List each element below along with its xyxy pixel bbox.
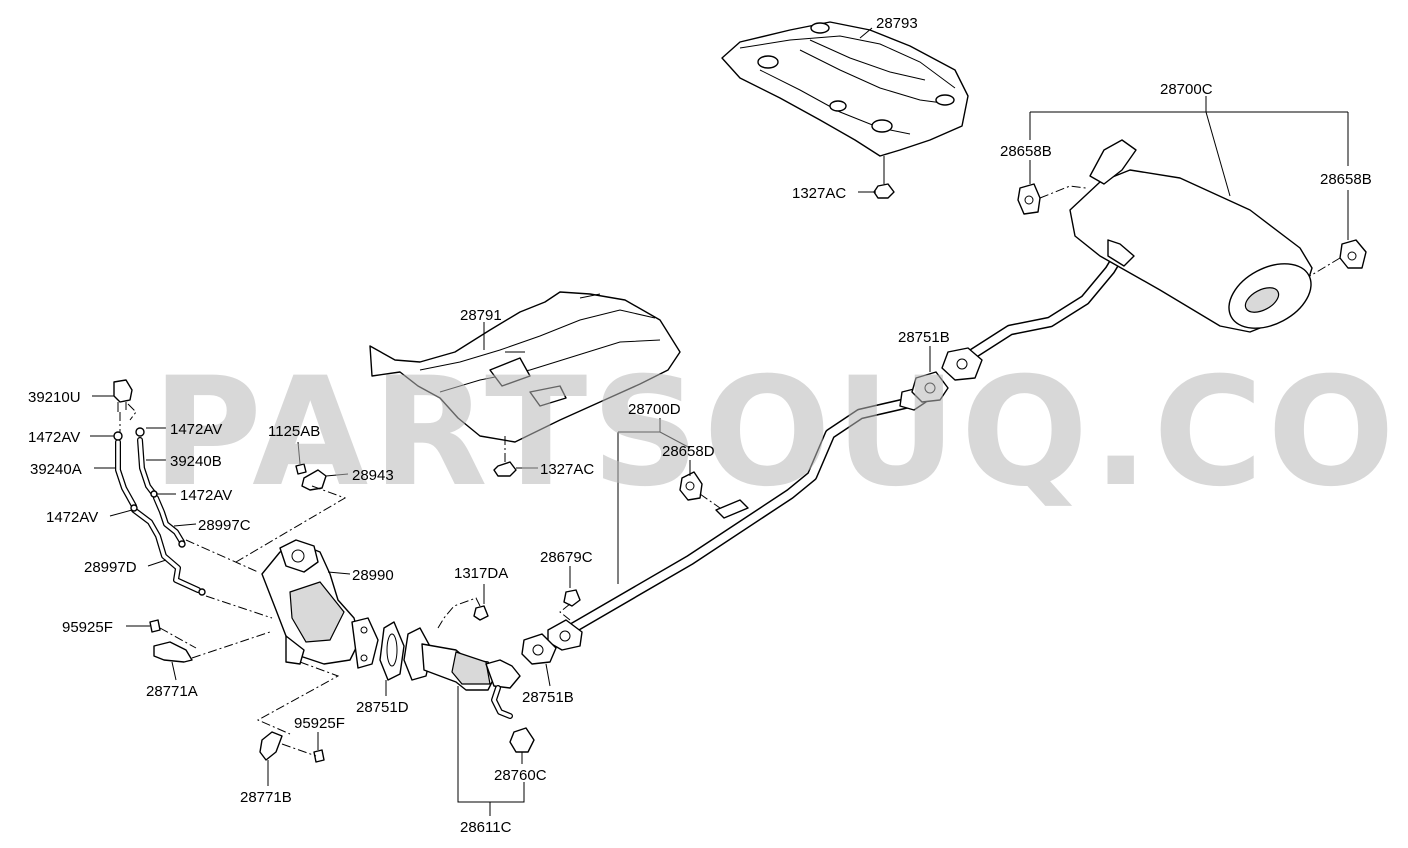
connection-lines [119,403,347,757]
bracket-28771a[interactable] [153,641,193,663]
label-28658D[interactable]: 28658D [662,443,715,460]
label-28771A[interactable]: 28771A [146,683,198,700]
label-28751B-lower[interactable]: 28751B [522,689,574,706]
gasket-upper[interactable] [911,371,949,403]
label-1472AV-1[interactable]: 1472AV [28,429,80,446]
label-39240A[interactable]: 39240A [30,461,82,478]
label-1327AC-mid[interactable]: 1327AC [540,461,594,478]
pressure-sensor[interactable] [113,379,133,412]
heat-protector-upper[interactable] [721,21,969,157]
label-1317DA[interactable]: 1317DA [454,565,508,582]
label-28658B-left[interactable]: 28658B [1000,143,1052,160]
label-28760C[interactable]: 28760C [494,767,547,784]
bolt-1125ab[interactable] [295,463,307,475]
nut-upper-protector[interactable] [873,156,895,199]
label-28793[interactable]: 28793 [876,15,918,32]
bracket-28771b[interactable] [259,731,283,761]
label-28700C[interactable]: 28700C [1160,81,1213,98]
label-1125AB[interactable]: 1125AB [268,423,320,440]
watermark-logo: PARTSOUQ.COM [152,346,1408,520]
bracket-28943[interactable] [301,469,327,491]
label-39210U[interactable]: 39210U [28,389,81,406]
rear-muffler[interactable] [941,139,1322,381]
label-95925F-upper[interactable]: 95925F [62,619,113,636]
rubber-hanger-center[interactable] [679,471,721,509]
bolt-95925f-upper[interactable] [149,619,161,633]
label-28943[interactable]: 28943 [352,467,394,484]
label-28791[interactable]: 28791 [460,307,502,324]
label-28997C[interactable]: 28997C [198,517,251,534]
nut-center[interactable] [559,589,581,621]
label-28771B[interactable]: 28771B [240,789,292,806]
gasket-front[interactable] [379,621,405,681]
label-95925F-lower[interactable]: 95925F [294,715,345,732]
catalytic-converter[interactable] [261,539,379,669]
label-28611C[interactable]: 28611C [460,819,512,836]
rubber-hanger-left[interactable] [1017,183,1087,215]
rubber-hanger-right[interactable] [1309,239,1367,277]
bolt-95925f-lower[interactable] [313,749,325,763]
label-1472AV-4[interactable]: 1472AV [46,509,98,526]
front-pipe[interactable] [403,627,535,753]
label-28658B-right[interactable]: 28658B [1320,171,1372,188]
label-39240B[interactable]: 39240B [170,453,222,470]
label-28751B-upper[interactable]: 28751B [898,329,950,346]
gasket-lower[interactable] [521,633,557,665]
label-28700D[interactable]: 28700D [628,401,681,418]
nut-front-pipe[interactable] [437,597,489,629]
heat-protector-lower[interactable] [369,291,681,443]
label-1472AV-3[interactable]: 1472AV [180,487,232,504]
label-28679C[interactable]: 28679C [540,549,593,566]
label-28990[interactable]: 28990 [352,567,394,584]
leader-lines [90,27,1349,816]
nut-lower-protector[interactable] [493,436,517,477]
label-1472AV-2[interactable]: 1472AV [170,421,222,438]
part-labels: 28793 28700C 28658B 28658B 1327AC 28791 … [28,15,1372,836]
label-28997D[interactable]: 28997D [84,559,137,576]
sensor-hoses[interactable] [113,427,206,596]
label-28751D[interactable]: 28751D [356,699,409,716]
label-1327AC-top[interactable]: 1327AC [792,185,846,202]
